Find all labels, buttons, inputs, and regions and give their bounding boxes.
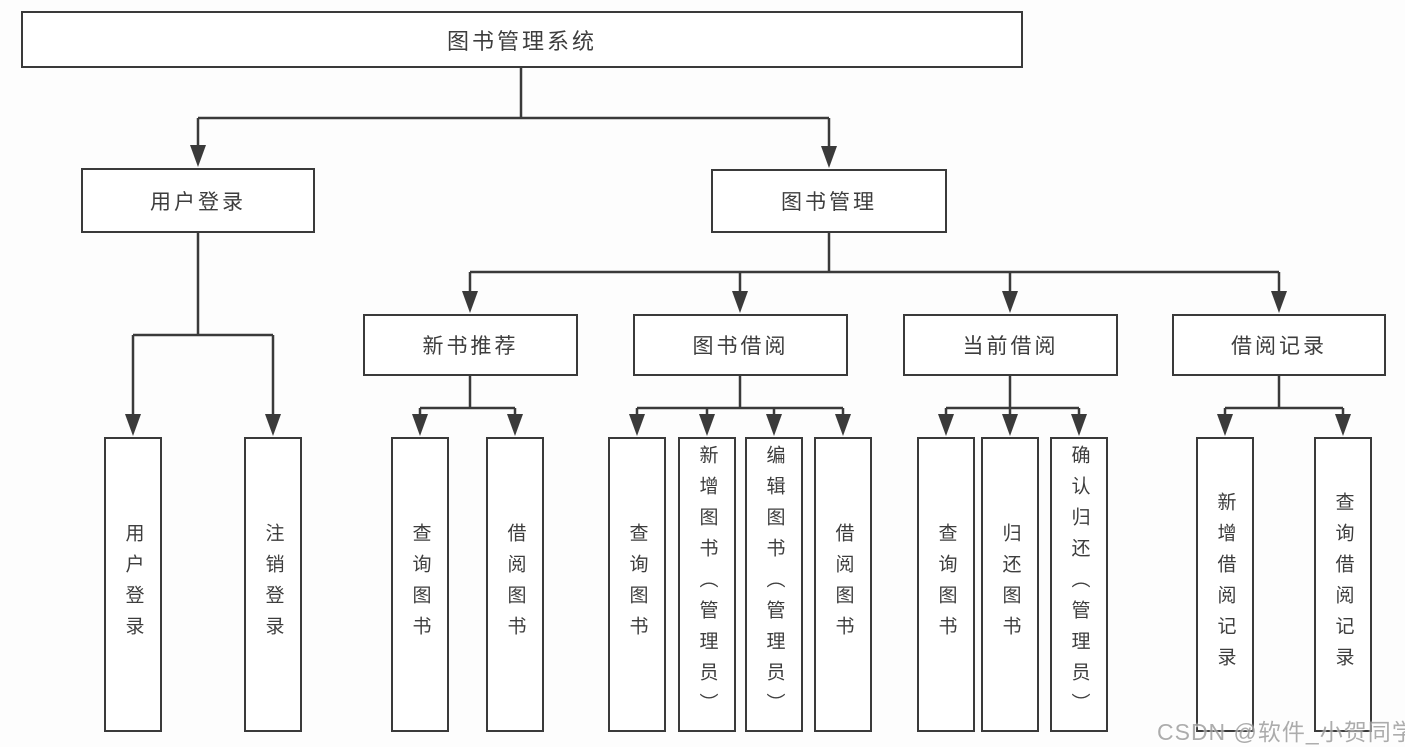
node-user-login: 用户登录: [81, 168, 315, 233]
leaf-logout: 注销登录: [244, 437, 302, 732]
leaf-edit-books-admin: 编辑图书（管理员）: [745, 437, 803, 732]
node-label: 注销登录: [262, 522, 284, 647]
leaf-query-books-recommend: 查询图书: [391, 437, 449, 732]
node-label: 用户登录: [150, 190, 246, 214]
node-label: 新增借阅记录: [1214, 491, 1236, 678]
leaf-query-borrow-record: 查询借阅记录: [1314, 437, 1372, 732]
node-label: 借阅记录: [1231, 335, 1327, 358]
node-label: 确认归还（管理员）: [1068, 445, 1090, 724]
node-label: 新书推荐: [422, 335, 519, 358]
leaf-query-books-borrowing: 查询图书: [608, 437, 666, 732]
node-new-book-recommendation: 新书推荐: [363, 314, 578, 376]
node-label: 查询图书: [935, 522, 957, 647]
node-label: 图书管理系统: [446, 28, 597, 54]
leaf-borrow-books-recommend: 借阅图书: [486, 437, 544, 732]
node-label: 查询图书: [626, 522, 648, 647]
node-label: 归还图书: [999, 522, 1021, 647]
node-label: 当前借阅: [962, 335, 1059, 358]
watermark: CSDN @软件_小贺同学: [1157, 719, 1405, 745]
node-library-management-system: 图书管理系统: [21, 11, 1023, 68]
leaf-add-books-admin: 新增图书（管理员）: [678, 437, 736, 732]
node-book-management: 图书管理: [711, 169, 947, 233]
node-label: 查询图书: [409, 522, 431, 647]
leaf-borrow-books: 借阅图书: [814, 437, 872, 732]
node-label: 图书管理: [781, 191, 877, 214]
node-label: 新增图书（管理员）: [696, 445, 718, 724]
leaf-return-books: 归还图书: [981, 437, 1039, 732]
node-label: 借阅图书: [504, 522, 526, 647]
leaf-confirm-return-admin: 确认归还（管理员）: [1050, 437, 1108, 732]
leaf-user-login: 用户登录: [104, 437, 162, 732]
leaf-add-borrow-record: 新增借阅记录: [1196, 437, 1254, 732]
node-current-borrowing: 当前借阅: [903, 314, 1118, 376]
node-label: 图书借阅: [692, 335, 789, 358]
node-label: 借阅图书: [832, 522, 854, 647]
node-borrowing-records: 借阅记录: [1172, 314, 1386, 376]
node-label: 查询借阅记录: [1332, 491, 1354, 678]
leaf-query-books-current: 查询图书: [917, 437, 975, 732]
node-book-borrowing: 图书借阅: [633, 314, 848, 376]
node-label: 编辑图书（管理员）: [763, 445, 785, 724]
node-label: 用户登录: [122, 522, 144, 647]
